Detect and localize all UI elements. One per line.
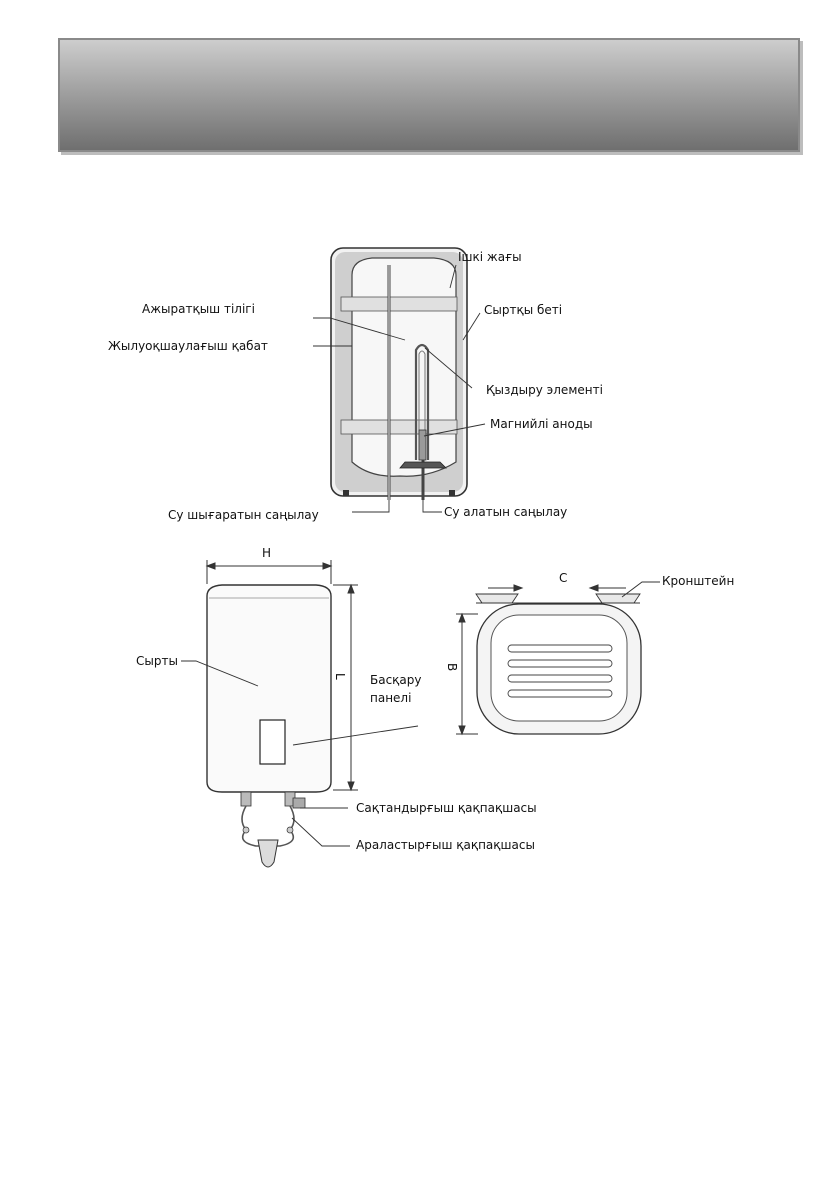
label-dimension-h: H bbox=[262, 546, 271, 560]
top-view bbox=[475, 593, 642, 735]
cutaway-view bbox=[330, 247, 468, 500]
control-panel bbox=[259, 719, 286, 765]
label-magnesium-anode: Магнийлі аноды bbox=[490, 417, 593, 431]
lower-band bbox=[340, 419, 458, 435]
label-mixing-valve: Араластырғыш қақпақшасы bbox=[356, 838, 535, 852]
bottom-flange bbox=[399, 461, 447, 469]
joint-right bbox=[286, 826, 294, 834]
louvers bbox=[507, 644, 613, 698]
safety-valve-body bbox=[292, 797, 306, 809]
label-outer-surface: Сыртқы беті bbox=[484, 303, 562, 317]
bracket-leader bbox=[621, 581, 660, 598]
right-foot bbox=[449, 490, 455, 496]
bracket-left bbox=[475, 593, 519, 604]
label-water-outlet: Су шығаратын саңылау bbox=[168, 508, 319, 522]
label-water-inlet: Су алатын саңылау bbox=[444, 505, 567, 519]
exterior-front-view bbox=[206, 584, 332, 868]
label-dimension-l: L bbox=[333, 673, 347, 680]
joint-left bbox=[242, 826, 250, 834]
label-safety-tongue: Ажыратқыш тілігі bbox=[142, 302, 255, 316]
left-foot bbox=[343, 490, 349, 496]
heating-element-inner bbox=[418, 350, 426, 460]
label-outer-casing: Сырты bbox=[136, 654, 178, 668]
left-outlet-nipple bbox=[240, 791, 252, 807]
inner-tank bbox=[351, 257, 457, 477]
label-control-panel-line1: Басқару bbox=[370, 673, 422, 687]
label-insulation-layer: Жылуоқшаулағыш қабат bbox=[108, 339, 268, 353]
label-dimension-c: C bbox=[559, 571, 567, 585]
dimension-b bbox=[456, 612, 478, 736]
label-control-panel-line2: панелі bbox=[370, 691, 411, 705]
bracket-right bbox=[595, 593, 641, 604]
front-leaders bbox=[181, 660, 419, 847]
dimension-h bbox=[205, 560, 333, 584]
label-inner-tank: Ішкі жағы bbox=[458, 250, 522, 264]
dimension-c bbox=[488, 584, 626, 592]
top-body-inner bbox=[490, 614, 628, 722]
mixing-valve-body bbox=[257, 839, 279, 868]
label-bracket: Кронштейн bbox=[662, 574, 734, 588]
label-safety-valve: Сақтандырғыш қақпақшасы bbox=[356, 801, 537, 815]
label-dimension-b: B bbox=[445, 663, 459, 671]
label-heating-element: Қыздыру элементі bbox=[486, 383, 603, 397]
heater-body bbox=[206, 584, 332, 793]
upper-band bbox=[340, 296, 458, 312]
magnesium-anode bbox=[418, 429, 427, 461]
dimension-l bbox=[333, 583, 358, 792]
cutaway-leaders bbox=[313, 264, 486, 513]
header-banner bbox=[58, 38, 800, 152]
